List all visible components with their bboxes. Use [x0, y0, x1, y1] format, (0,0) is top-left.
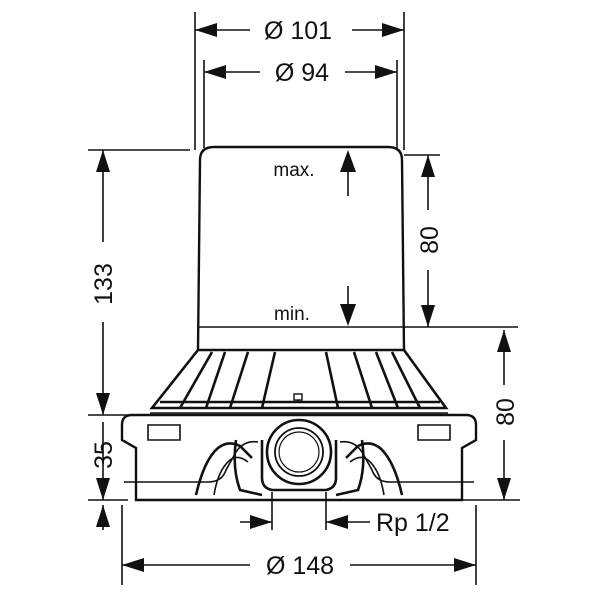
- outer-diameter-label: Ø 101: [264, 17, 332, 45]
- total-height-label: 133: [90, 263, 118, 305]
- inner-diameter-label: Ø 94: [275, 59, 329, 87]
- dimension-thread: Rp 1/2: [240, 492, 450, 537]
- dimension-base-height-left: 35: [88, 422, 128, 530]
- dimension-fill-range: 80: [404, 154, 518, 328]
- max-marker: max.: [273, 150, 356, 196]
- base-height-right-label: 80: [492, 398, 520, 426]
- dimension-base-height-right: 80: [420, 330, 520, 501]
- thread-label: Rp 1/2: [376, 509, 450, 537]
- dimension-inner-diameter: Ø 94: [203, 59, 398, 148]
- fill-range-label: 80: [416, 226, 444, 254]
- base-diameter-label: Ø 148: [266, 552, 334, 580]
- base-height-left-label: 35: [90, 441, 118, 469]
- container-body: [196, 145, 406, 352]
- dimension-total-height: 133: [88, 149, 190, 416]
- support-cage: [149, 349, 449, 414]
- max-label: max.: [273, 160, 314, 181]
- min-label: min.: [274, 304, 310, 325]
- outlet-fitting: [260, 418, 338, 492]
- dimension-base-diameter: Ø 148: [121, 505, 477, 585]
- min-marker: min.: [274, 286, 356, 326]
- dimension-outer-diameter: Ø 101: [194, 12, 405, 150]
